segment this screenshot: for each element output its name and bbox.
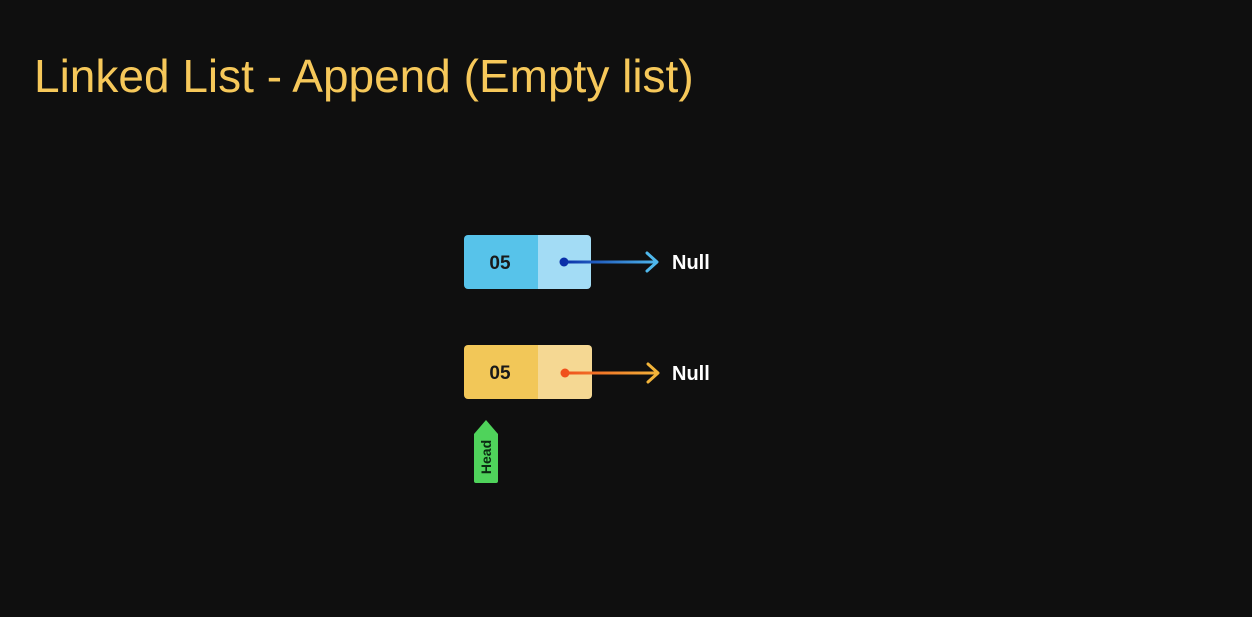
head-pointer-tag xyxy=(474,420,498,483)
node-2-value-cell xyxy=(464,345,538,399)
node-1-value-cell xyxy=(464,235,538,289)
node-1: 05 Null xyxy=(464,235,710,289)
head-pointer: Head xyxy=(474,420,498,483)
node-1-null-label: Null xyxy=(672,252,710,274)
head-pointer-label: Head xyxy=(478,440,494,474)
node-1-next-arrow xyxy=(559,251,659,273)
node-2-next-arrow xyxy=(560,362,660,384)
slide-title: Linked List - Append (Empty list) xyxy=(34,50,694,102)
node-2: 05 Null xyxy=(464,345,710,399)
node-1-value: 05 xyxy=(489,253,511,274)
node-2-null-label: Null xyxy=(672,363,710,385)
node-2-value: 05 xyxy=(489,363,511,384)
